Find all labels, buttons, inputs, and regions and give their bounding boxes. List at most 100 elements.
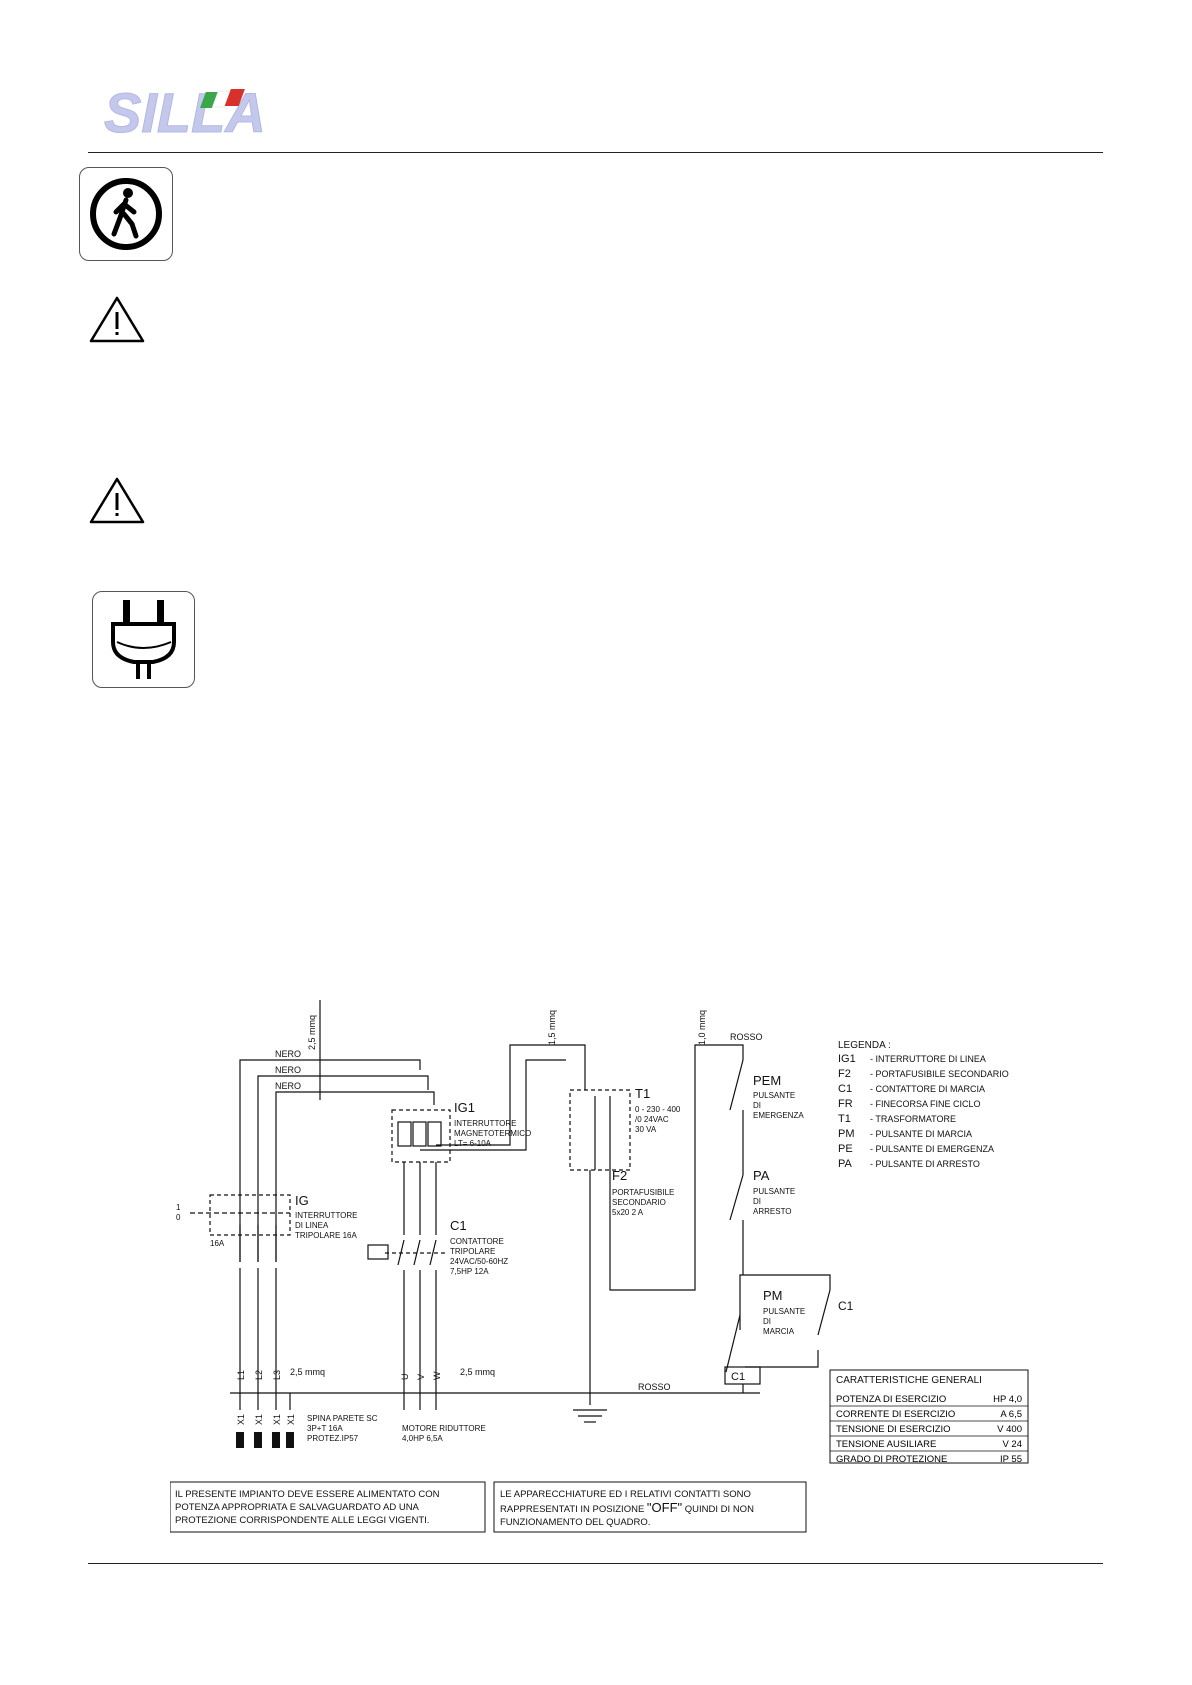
warning-icon <box>89 296 145 343</box>
pedestrian-sign-icon <box>79 167 173 261</box>
pm-line: MARCIA <box>763 1327 795 1336</box>
legend-code: FR <box>838 1098 853 1110</box>
spec-label: TENSIONE DI ESERCIZIO <box>836 1424 951 1435</box>
motor-terminal: W <box>432 1371 442 1380</box>
italian-flag-icon <box>199 89 245 108</box>
legend-desc: - PORTAFUSIBILE SECONDARIO <box>870 1069 1009 1079</box>
legend-code: PA <box>838 1158 853 1170</box>
note-right-line: FUNZIONAMENTO DEL QUADRO. <box>500 1517 650 1528</box>
plug-terminal: X1 <box>236 1414 246 1425</box>
specs-title: CARATTERISTICHE GENERALI <box>836 1375 982 1386</box>
silla-logo: SILLA <box>104 81 267 145</box>
wire-label: NERO <box>275 1081 301 1091</box>
f2-line: SECONDARIO <box>612 1198 666 1207</box>
legend-desc: - FINECORSA FINE CICLO <box>870 1099 981 1109</box>
ig1-line: MAGNETOTERMICO <box>454 1129 531 1138</box>
legend-code: F2 <box>838 1068 851 1080</box>
ig-line: TRIPOLARE 16A <box>295 1231 357 1240</box>
legend-desc: - CONTATTORE DI MARCIA <box>870 1084 985 1094</box>
legend-code: IG1 <box>838 1053 856 1065</box>
pm-line: DI <box>763 1317 771 1326</box>
legend-desc: - PULSANTE DI EMERGENZA <box>870 1144 994 1154</box>
spec-value: IP 55 <box>1000 1454 1022 1465</box>
pa-code: PA <box>753 1168 770 1183</box>
ig-line: INTERRUTTORE <box>295 1211 358 1220</box>
spec-label: GRADO DI PROTEZIONE <box>836 1454 947 1465</box>
pm-code: PM <box>763 1288 783 1303</box>
wire-label: ROSSO <box>730 1032 763 1042</box>
ig1-code: IG1 <box>454 1100 475 1115</box>
plug-terminal: X1 <box>286 1414 296 1425</box>
section-label: 1,5 mmq <box>547 1010 557 1045</box>
plug-terminal: X1 <box>254 1414 264 1425</box>
legend-desc: - PULSANTE DI MARCIA <box>870 1129 972 1139</box>
pem-line: DI <box>753 1101 761 1110</box>
legend-code: T1 <box>838 1113 851 1125</box>
ig1-line: LT= 6-10A <box>454 1139 492 1148</box>
phase-label: L1 <box>236 1370 246 1380</box>
plug-line: SPINA PARETE SC <box>307 1414 378 1423</box>
ig1-line: INTERRUTTORE <box>454 1119 517 1128</box>
pem-line: EMERGENZA <box>753 1111 804 1120</box>
spec-value: V 400 <box>997 1424 1022 1435</box>
f2-line: PORTAFUSIBILE <box>612 1188 674 1197</box>
ig-code: IG <box>295 1193 309 1208</box>
warning-icon <box>89 477 145 524</box>
section-label: 2,5 mmq <box>460 1367 495 1377</box>
note-left-line: POTENZA APPROPRIATA E SALVAGUARDATO AD U… <box>175 1502 420 1513</box>
note-left-line: PROTEZIONE CORRISPONDENTE ALLE LEGGI VIG… <box>175 1515 429 1526</box>
power-plug-icon <box>92 591 195 688</box>
pem-line: PULSANTE <box>753 1091 795 1100</box>
ig-pos-on: 1 <box>176 1203 181 1212</box>
spec-label: CORRENTE DI ESERCIZIO <box>836 1409 955 1420</box>
c1-line: TRIPOLARE <box>450 1247 495 1256</box>
wire-label: NERO <box>275 1049 301 1059</box>
wire-label: ROSSO <box>638 1382 671 1392</box>
plug-terminal: X1 <box>272 1414 282 1425</box>
c1-contact-label: C1 <box>838 1299 854 1313</box>
legend-desc: - TRASFORMATORE <box>870 1114 956 1124</box>
t1-line: /0 24VAC <box>635 1115 669 1124</box>
pa-line: PULSANTE <box>753 1187 795 1196</box>
spec-value: V 24 <box>1002 1439 1022 1450</box>
legend-code: PE <box>838 1143 853 1155</box>
section-label: 2,5 mmq <box>307 1015 317 1050</box>
wiring-diagram: NERO NERO NERO ROSSO ROSSO 2,5 mmq 2,5 m… <box>170 1000 1029 1533</box>
note-left-line: IL PRESENTE IMPIANTO DEVE ESSERE ALIMENT… <box>175 1489 440 1500</box>
c1-line: 7,5HP 12A <box>450 1267 489 1276</box>
legend-title: LEGENDA : <box>838 1040 891 1051</box>
ig-rating: 16A <box>210 1239 225 1248</box>
section-label: 1,0 mmq <box>697 1010 707 1045</box>
plug-line: 3P+T 16A <box>307 1424 343 1433</box>
phase-label: L3 <box>272 1370 282 1380</box>
pm-line: PULSANTE <box>763 1307 805 1316</box>
f2-line: 5x20 2 A <box>612 1208 644 1217</box>
section-label: 2,5 mmq <box>290 1367 325 1377</box>
plug-line: PROTEZ.IP57 <box>307 1434 359 1443</box>
motor-line: 4,0HP 6,5A <box>402 1434 443 1443</box>
spec-value: A 6,5 <box>1000 1409 1022 1420</box>
pa-line: ARRESTO <box>753 1207 792 1216</box>
motor-terminal: U <box>400 1374 410 1381</box>
legend-desc: - INTERRUTTORE DI LINEA <box>870 1054 986 1064</box>
motor-line: MOTORE RIDUTTORE <box>402 1424 486 1433</box>
spec-label: TENSIONE AUSILIARE <box>836 1439 936 1450</box>
ig-pos-off: 0 <box>176 1213 181 1222</box>
note-right-line: LE APPARECCHIATURE ED I RELATIVI CONTATT… <box>500 1489 751 1500</box>
t1-line: 30 VA <box>635 1125 657 1134</box>
legend-desc: - PULSANTE DI ARRESTO <box>870 1159 980 1169</box>
spec-label: POTENZA DI ESERCIZIO <box>836 1394 946 1405</box>
header-rule <box>88 152 1103 153</box>
footer-rule <box>88 1563 1103 1564</box>
ig-line: DI LINEA <box>295 1221 329 1230</box>
c1-coil-label: C1 <box>731 1371 745 1383</box>
t1-line: 0 - 230 - 400 <box>635 1105 681 1114</box>
motor-terminal: V <box>416 1374 426 1380</box>
note-right-line: RAPPRESENTATI IN POSIZIONE "OFF" QUINDI … <box>500 1500 754 1515</box>
legend-code: PM <box>838 1128 855 1140</box>
phase-label: L2 <box>254 1370 264 1380</box>
pem-code: PEM <box>753 1073 781 1088</box>
spec-value: HP 4,0 <box>993 1394 1022 1405</box>
wire-label: NERO <box>275 1065 301 1075</box>
f2-code: F2 <box>612 1168 627 1183</box>
